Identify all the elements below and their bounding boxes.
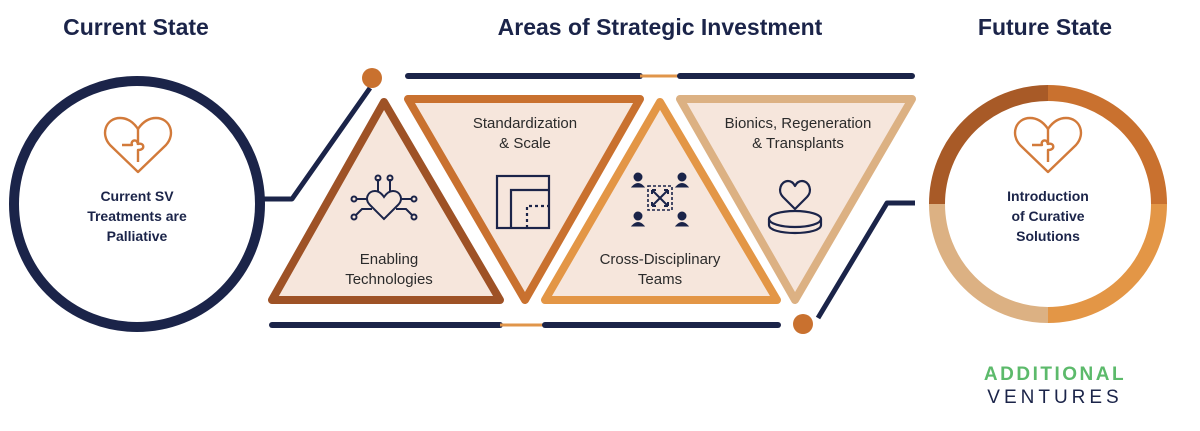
bionics-regeneration-line2: & Transplants xyxy=(752,135,844,152)
additional-ventures-logo-top: ADDITIONAL xyxy=(983,364,1127,385)
heart-puzzle-icon xyxy=(1013,116,1083,174)
future-state-heading: Future State xyxy=(977,14,1113,40)
triangle-cross-disciplinary-teams xyxy=(541,98,781,304)
current-state-label-line2: Treatments are xyxy=(87,208,187,224)
standardization-scale-line1: Standardization xyxy=(472,115,578,132)
triangle-enabling-technologies xyxy=(268,98,504,304)
bottom-dot xyxy=(793,314,813,334)
current-state-heading: Current State xyxy=(63,14,209,40)
bionics-regeneration-line1: Bionics, Regeneration xyxy=(724,115,872,132)
ring-segment-top-left xyxy=(929,85,1049,205)
additional-ventures-logo-bottom: VENTURES xyxy=(987,387,1123,408)
triangle-bionics-regeneration xyxy=(676,95,916,304)
heart-puzzle-icon xyxy=(103,116,173,174)
ring-segment-bottom-right xyxy=(1047,203,1167,323)
future-state-label: Introduction of Curative Solutions xyxy=(968,186,1128,246)
future-state-label-line3: Solutions xyxy=(1016,228,1080,244)
bionics-regeneration-label: Bionics, Regeneration & Transplants xyxy=(703,114,893,154)
cross-disciplinary-teams-line2: Teams xyxy=(637,271,683,288)
ring-segment-top-right xyxy=(1047,85,1167,205)
circuit-heart-icon xyxy=(350,174,418,221)
enabling-technologies-line2: Technologies xyxy=(345,271,433,288)
ring-segment-bottom-left xyxy=(929,203,1049,323)
heart-pedestal-icon xyxy=(767,179,823,235)
cross-disciplinary-teams-line1: Cross-Disciplinary xyxy=(599,251,721,268)
current-state-circle xyxy=(9,76,265,332)
triangle-standardization-scale xyxy=(404,95,644,304)
cross-disciplinary-teams-label: Cross-Disciplinary Teams xyxy=(575,250,745,290)
standardization-scale-label: Standardization & Scale xyxy=(445,114,605,154)
standardization-scale-line2: & Scale xyxy=(499,135,551,152)
current-state-label: Current SV Treatments are Palliative xyxy=(57,186,217,246)
current-state-label-line1: Current SV xyxy=(100,188,174,204)
enabling-technologies-line1: Enabling xyxy=(359,251,419,268)
left-diagonal-connector xyxy=(262,86,373,202)
future-state-label-line2: of Curative xyxy=(1011,208,1085,224)
strategic-investment-heading: Areas of Strategic Investment xyxy=(497,14,823,40)
future-state-circle xyxy=(929,85,1167,323)
right-diagonal-connector xyxy=(815,200,915,320)
top-dot xyxy=(362,68,382,88)
current-state-label-line3: Palliative xyxy=(106,228,168,244)
nested-squares-icon xyxy=(495,174,551,230)
connector-lines xyxy=(262,68,915,334)
team-network-icon xyxy=(630,172,690,227)
enabling-technologies-label: Enabling Technologies xyxy=(314,250,464,290)
future-state-label-line1: Introduction xyxy=(1007,188,1089,204)
